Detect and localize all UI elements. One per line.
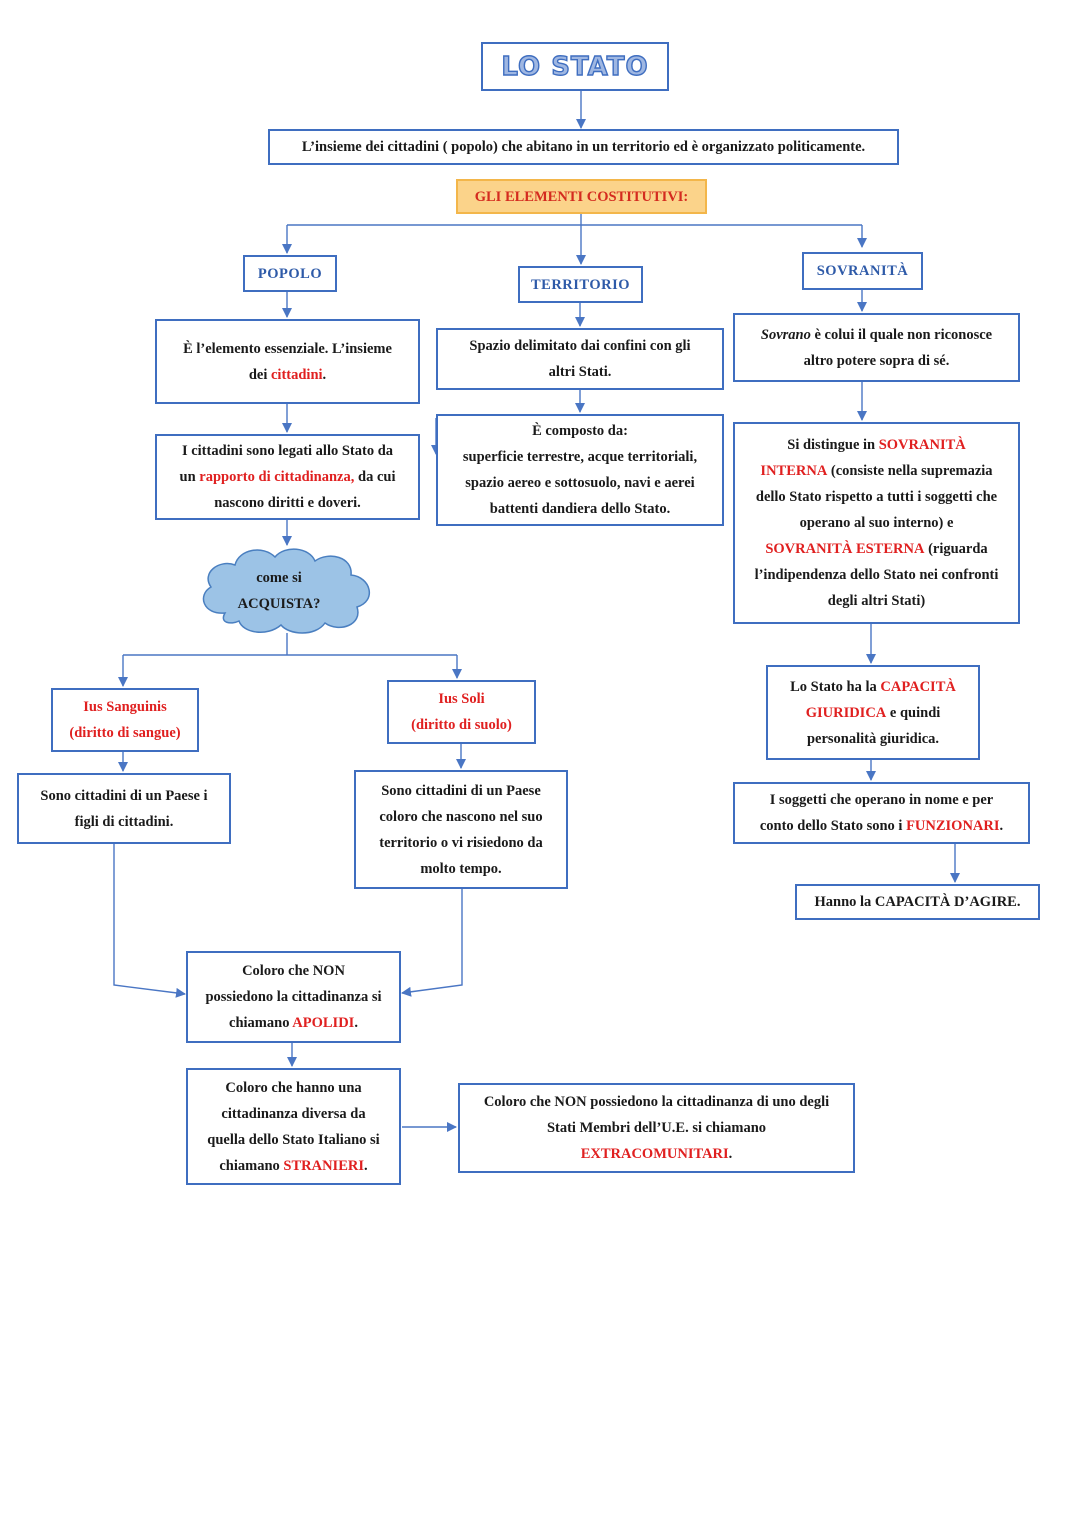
distingue-line: INTERNA (consiste nella supremazia <box>760 463 993 479</box>
ius-sanguinis-desc-line: Sono cittadini di un Paese i <box>40 787 208 804</box>
capacita-box: Lo Stato ha la CAPACITÀ GIURIDICA e quin… <box>766 665 980 760</box>
funzionari-line: I soggetti che operano in nome e per <box>769 792 994 808</box>
sovranita-distingue-box: Si distingue in SOVRANITÀ INTERNA (consi… <box>733 422 1020 624</box>
distingue-line: SOVRANITÀ ESTERNA (riguarda <box>765 541 988 557</box>
ius-sanguinis-desc-box: Sono cittadini di un Paese i figli di ci… <box>17 773 231 844</box>
ius-soli-desc-box: Sono cittadini di un Paese coloro che na… <box>354 770 568 889</box>
distingue-line: operano al suo interno) e <box>799 515 954 531</box>
sovranita-desc-line: Sovrano è colui il quale non riconosce <box>760 326 993 343</box>
rapporto-line: I cittadini sono legati allo Stato da <box>181 443 394 459</box>
popolo-desc-line: È l’elemento essenziale. L’insieme <box>183 340 392 357</box>
territorio-composto-line: battenti dandiera dello Stato. <box>489 501 671 517</box>
stranieri-line: quella dello Stato Italiano si <box>207 1131 380 1148</box>
ius-soli-title: Ius Soli <box>438 691 485 707</box>
extracomunitari-line: Stati Membri dell’U.E. si chiamano <box>546 1120 767 1136</box>
ius-soli-box: Ius Soli (diritto di suolo) <box>387 680 536 744</box>
title-box: LO STATO <box>481 42 669 91</box>
distingue-line: degli altri Stati) <box>827 593 926 609</box>
stranieri-line: cittadinanza diversa da <box>221 1105 366 1122</box>
definition-text: L’insieme dei cittadini ( popolo) che ab… <box>301 139 866 155</box>
arrow-soli-apolidi <box>401 889 463 997</box>
ius-sanguinis-box: Ius Sanguinis (diritto di sangue) <box>51 688 199 752</box>
rapporto-line: un rapporto di cittadinanza, da cui <box>179 469 396 485</box>
funzionari-box: I soggetti che operano in nome e per con… <box>733 782 1030 844</box>
distingue-line: dello Stato rispetto a tutti i soggetti … <box>755 489 998 505</box>
territorio-label-box: TERRITORIO <box>518 266 643 303</box>
territorio-composto-box: È composto da: superficie terrestre, acq… <box>436 414 724 526</box>
ius-sanguinis-subtitle: (diritto di sangue) <box>69 725 181 741</box>
popolo-label-box: POPOLO <box>243 255 337 292</box>
arrow-sanguinis-apolidi <box>113 844 186 998</box>
extracomunitari-line: EXTRACOMUNITARI. <box>580 1146 733 1162</box>
elements-header: GLI ELEMENTI COSTITUTIVI: <box>474 188 689 205</box>
territorio-label: TERRITORIO <box>530 276 630 293</box>
ius-soli-desc-line: Sono cittadini di un Paese <box>381 782 541 799</box>
cloud-line: ACQUISTA? <box>237 596 321 612</box>
apolidi-line: chiamano APOLIDI. <box>229 1015 358 1031</box>
ius-soli-desc-line: coloro che nascono nel suo <box>379 808 543 825</box>
popolo-desc-box: È l’elemento essenziale. L’insieme dei c… <box>155 319 420 404</box>
stranieri-line: chiamano STRANIERI. <box>219 1157 368 1174</box>
cloud-shape <box>202 548 371 634</box>
distingue-line: Si distingue in SOVRANITÀ <box>787 437 966 453</box>
territorio-desc-line: altri Stati. <box>548 364 612 380</box>
capacita-agire-text: Hanno la CAPACITÀ D’AGIRE. <box>814 894 1021 910</box>
definition-box: L’insieme dei cittadini ( popolo) che ab… <box>268 129 899 165</box>
popolo-label: POPOLO <box>257 265 323 282</box>
cloud-text: come si ACQUISTA? <box>195 565 363 617</box>
sovranita-desc-line: altro potere sopra di sé. <box>803 352 950 369</box>
extracomunitari-box: Coloro che NON possiedono la cittadinanz… <box>458 1083 855 1173</box>
apolidi-line: Coloro che NON <box>242 963 345 979</box>
capacita-line: Lo Stato ha la CAPACITÀ <box>790 678 956 695</box>
ius-soli-subtitle: (diritto di suolo) <box>411 717 512 733</box>
capacita-line: GIURIDICA e quindi <box>805 704 941 721</box>
capacita-agire-box: Hanno la CAPACITÀ D’AGIRE. <box>795 884 1040 920</box>
ius-soli-desc-line: molto tempo. <box>420 860 502 877</box>
extracomunitari-line: Coloro che NON possiedono la cittadinanz… <box>483 1094 830 1110</box>
elements-header-box: GLI ELEMENTI COSTITUTIVI: <box>456 179 707 214</box>
rapporto-box: I cittadini sono legati allo Stato da un… <box>155 434 420 520</box>
apolidi-box: Coloro che NON possiedono la cittadinanz… <box>186 951 401 1043</box>
territorio-desc-line: Spazio delimitato dai confini con gli <box>469 338 691 354</box>
ius-soli-desc-line: territorio o vi risiedono da <box>379 834 543 851</box>
sovranita-label-box: SOVRANITÀ <box>802 252 923 290</box>
distingue-line: l’indipendenza dello Stato nei confronti <box>754 567 999 583</box>
territorio-composto-line: superficie terrestre, acque territoriali… <box>462 449 698 465</box>
popolo-desc-line: dei cittadini. <box>248 366 327 383</box>
territorio-composto-line: spazio aereo e sottosuolo, navi e aerei <box>465 475 695 491</box>
territorio-composto-line: È composto da: <box>532 423 628 439</box>
capacita-line: personalità giuridica. <box>806 730 940 747</box>
ius-sanguinis-desc-line: figli di cittadini. <box>74 813 174 830</box>
cloud-line: come si <box>256 570 302 586</box>
rapporto-line: nascono diritti e doveri. <box>214 495 361 511</box>
sovranita-desc-box: Sovrano è colui il quale non riconosce a… <box>733 313 1020 382</box>
territorio-desc-box: Spazio delimitato dai confini con gli al… <box>436 328 724 390</box>
ius-sanguinis-title: Ius Sanguinis <box>83 699 167 715</box>
funzionari-line: conto dello Stato sono i FUNZIONARI. <box>759 818 1004 834</box>
apolidi-line: possiedono la cittadinanza si <box>205 989 382 1005</box>
stranieri-box: Coloro che hanno una cittadinanza divers… <box>186 1068 401 1185</box>
page-title: LO STATO <box>501 51 649 82</box>
sovranita-label: SOVRANITÀ <box>816 263 909 279</box>
stranieri-line: Coloro che hanno una <box>225 1079 362 1096</box>
